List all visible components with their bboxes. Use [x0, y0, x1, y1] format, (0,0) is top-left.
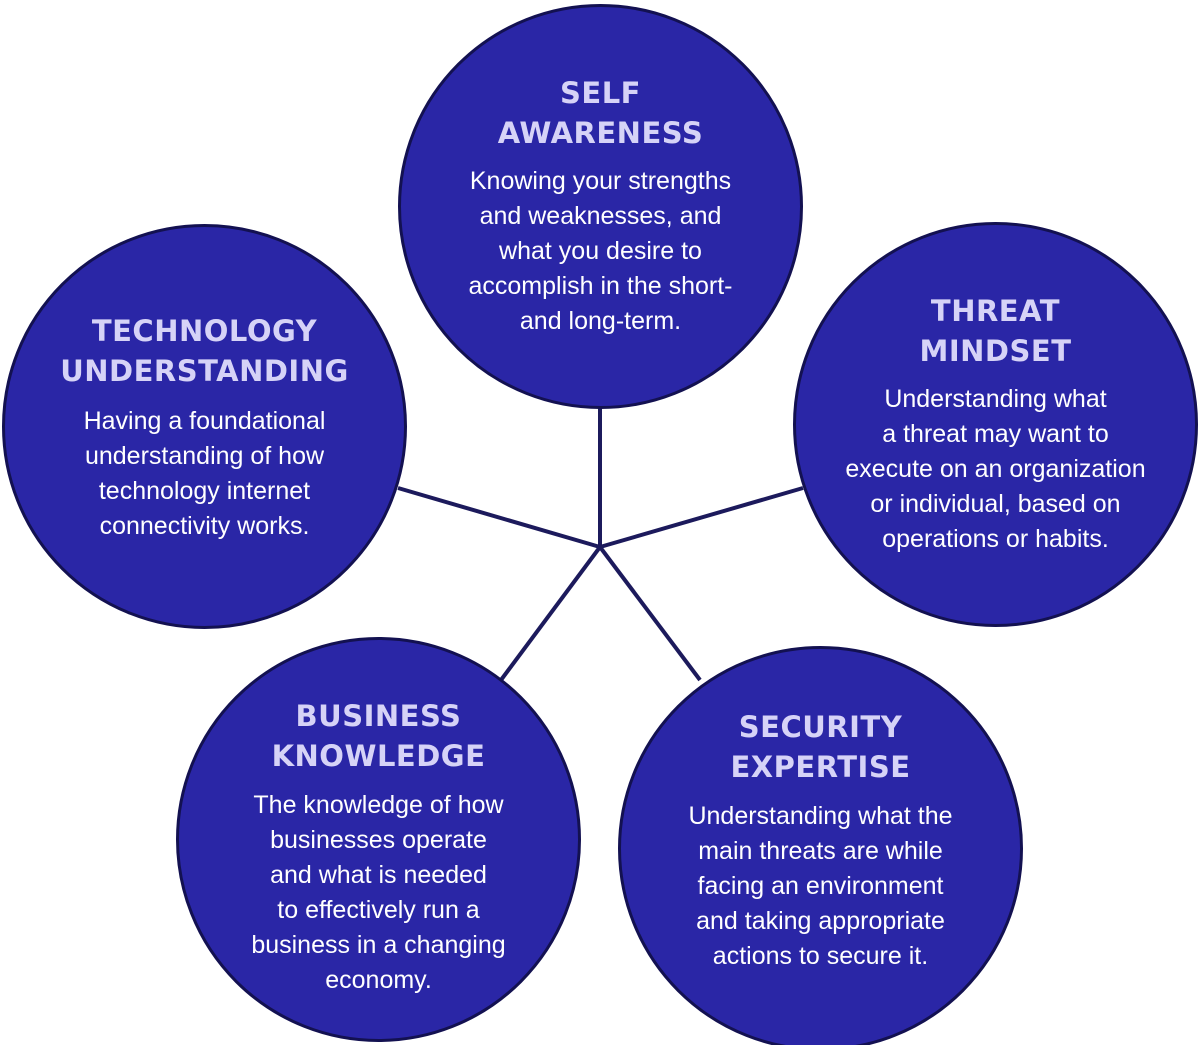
node-title: SECURITY EXPERTISE — [621, 707, 1020, 787]
node-description: Understanding what a threat may want to … — [796, 382, 1195, 557]
title-line: THREAT — [930, 294, 1061, 328]
description-line: Understanding what — [884, 385, 1107, 413]
description-line: or individual, based on — [870, 490, 1121, 518]
description-line: economy. — [325, 966, 432, 994]
connector-business — [499, 545, 602, 682]
security-expertise-node: SECURITY EXPERTISE Understanding what th… — [618, 646, 1023, 1045]
description-line: accomplish in the short- — [468, 272, 733, 300]
title-line: MINDSET — [919, 334, 1072, 368]
description-line: actions to secure it. — [712, 942, 929, 970]
description-line: and what is needed — [270, 861, 487, 889]
title-line: SELF — [560, 76, 641, 110]
node-description: The knowledge of how businesses operate … — [179, 788, 578, 998]
connector-threat — [599, 486, 804, 549]
description-line: and taking appropriate — [696, 907, 945, 935]
description-line: and weaknesses, and — [479, 202, 722, 230]
node-title: THREAT MINDSET — [796, 291, 1195, 371]
node-title: TECHNOLOGY UNDERSTANDING — [5, 311, 404, 391]
description-line: to effectively run a — [277, 896, 480, 924]
description-line: what you desire to — [499, 237, 702, 265]
description-line: main threats are while — [698, 837, 943, 865]
title-line: BUSINESS — [295, 699, 462, 733]
description-line: technology internet — [98, 477, 311, 505]
description-line: operations or habits. — [882, 525, 1109, 553]
title-line: KNOWLEDGE — [271, 739, 486, 773]
title-line: SECURITY — [738, 710, 903, 744]
description-line: Understanding what the — [688, 802, 953, 830]
node-description: Knowing your strengths and weaknesses, a… — [401, 164, 800, 339]
title-line: AWARENESS — [497, 116, 704, 150]
threat-mindset-node: THREAT MINDSET Understanding what a thre… — [793, 222, 1198, 627]
connector-technology — [397, 486, 601, 549]
description-line: businesses operate — [270, 826, 487, 854]
description-line: The knowledge of how — [253, 791, 504, 819]
technology-understanding-node: TECHNOLOGY UNDERSTANDING Having a founda… — [2, 224, 407, 629]
description-line: connectivity works. — [99, 512, 310, 540]
node-description: Understanding what the main threats are … — [621, 799, 1020, 974]
description-line: and long-term. — [519, 307, 682, 335]
description-line: Knowing your strengths — [469, 167, 732, 195]
node-description: Having a foundational understanding of h… — [5, 404, 404, 544]
description-line: Having a foundational — [83, 407, 326, 435]
self-awareness-node: SELF AWARENESS Knowing your strengths an… — [398, 4, 803, 409]
description-line: a threat may want to — [882, 420, 1109, 448]
business-knowledge-node: BUSINESS KNOWLEDGE The knowledge of how … — [176, 637, 581, 1042]
connector-security — [598, 545, 702, 682]
node-title: SELF AWARENESS — [401, 73, 800, 153]
description-line: understanding of how — [84, 442, 325, 470]
title-line: TECHNOLOGY — [91, 314, 318, 348]
description-line: facing an environment — [697, 872, 944, 900]
description-line: execute on an organization — [845, 455, 1146, 483]
description-line: business in a changing — [251, 931, 506, 959]
title-line: UNDERSTANDING — [60, 354, 349, 388]
title-line: EXPERTISE — [730, 750, 911, 784]
node-title: BUSINESS KNOWLEDGE — [179, 696, 578, 776]
